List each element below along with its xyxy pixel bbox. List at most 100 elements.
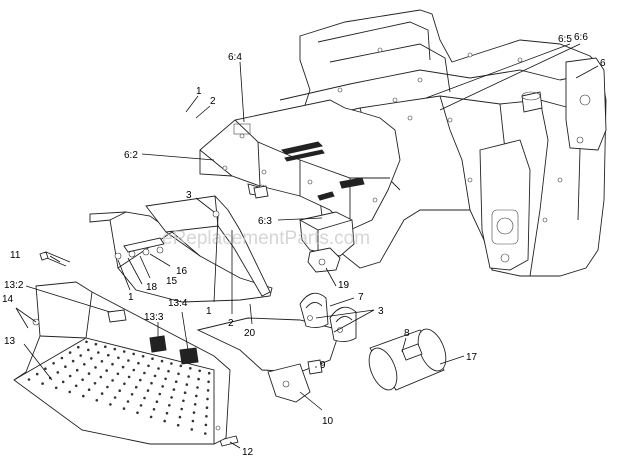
perforation-hole [97,351,100,354]
callout-6-2: 6:2 [124,150,138,161]
perforation-hole [113,396,117,399]
callout-17: 17 [466,352,478,363]
callout-3-right: 3 [378,306,384,317]
perforation-hole [185,383,189,386]
perforation-hole [64,365,67,369]
perforation-hole [71,359,75,363]
perforation-hole [111,362,114,366]
callout-10: 10 [322,416,334,427]
perforation-hole [27,378,31,381]
perforation-hole [74,384,78,388]
perforation-hole [164,377,167,381]
callout-13-2: 13:2 [4,280,24,291]
tube-clamps [299,292,357,343]
perforation-hole [87,348,90,352]
bolt-11 [39,251,71,267]
perforation-hole [54,386,58,390]
perforation-hole [136,411,139,415]
perforation-hole [174,380,178,384]
perforation-hole [207,371,211,375]
perforation-hole [127,375,131,379]
perforation-hole [82,394,85,398]
perforation-hole [100,392,104,395]
callout-6-5: 6:5 [558,34,572,45]
perforation-hole [160,359,164,363]
perforation-hole [87,372,91,375]
callout-13-4: 13:4 [168,298,188,309]
callout-1-left: 1 [128,292,134,303]
perforation-hole [153,374,157,378]
callout-15: 15 [166,276,178,287]
perforation-hole [126,400,130,403]
callout-2-mid: 2 [228,318,234,329]
callouts: 1 2 6:4 6:5 6:6 6 6:2 3 6:3 11 16 15 18 … [2,32,606,458]
perforation-hole [190,428,194,431]
perforation-hole [137,361,140,365]
perforation-hole [75,368,79,372]
perforation-hole [191,419,195,423]
perforation-hole [117,356,120,360]
perforation-hole [132,352,135,356]
perforation-hole [41,382,44,385]
perforation-hole [95,399,99,402]
perforation-hole [35,372,39,376]
callout-8: 8 [404,328,410,339]
perforation-hole [168,404,171,407]
callout-1-mid: 1 [206,306,212,317]
perforation-hole [198,369,201,373]
perforation-hole [141,355,145,358]
perforation-hole [68,390,71,394]
perforation-hole [196,386,199,389]
perforation-hole [195,394,198,398]
tube [368,328,447,391]
perforation-hole [121,365,125,369]
perforation-hole [193,403,197,406]
perforation-hole [127,359,130,362]
perforation-hole [60,356,64,360]
perforation-hole [176,423,180,427]
perforation-hole [205,406,209,410]
callout-7: 7 [358,292,364,303]
perforation-hole [204,432,207,435]
perforation-hole [161,385,164,388]
perforation-hole [139,404,143,407]
perforation-hole [104,345,107,349]
perforation-hole [205,415,208,418]
perforation-hole [94,366,97,369]
callout-3-left: 3 [186,190,192,201]
perforation-hole [52,362,55,365]
perforation-hole [94,342,98,346]
perforation-hole [151,357,154,361]
perforation-hole [61,380,65,384]
side-plate-assembly [89,184,273,303]
perforation-hole [111,379,114,382]
perforation-hole [90,357,93,360]
callout-1-top: 1 [196,86,202,97]
perforation-hole [130,393,134,396]
perforation-hole [87,388,91,392]
control-console [199,99,401,273]
perforation-hole [68,351,72,354]
perforation-hole [204,423,208,427]
perforation-hole [118,389,121,393]
perforation-hole [116,372,120,376]
perforation-hole [132,368,136,372]
perforation-hole [93,382,97,385]
perforation-hole [134,385,138,389]
perforation-hole [192,411,196,414]
perforation-hole [180,407,183,411]
perforation-hole [122,407,126,410]
perforation-hole [177,372,180,376]
perforation-hole [44,367,47,371]
callout-12: 12 [242,447,254,458]
perforation-hole [81,378,84,382]
perforation-hole [155,400,159,404]
callout-6: 6 [600,58,606,69]
perforation-hole [106,385,109,389]
perforation-hole [122,350,126,353]
callout-2-top: 2 [210,96,216,107]
callout-16: 16 [176,266,188,277]
perforation-hole [152,408,156,411]
foot-plate [13,281,231,445]
